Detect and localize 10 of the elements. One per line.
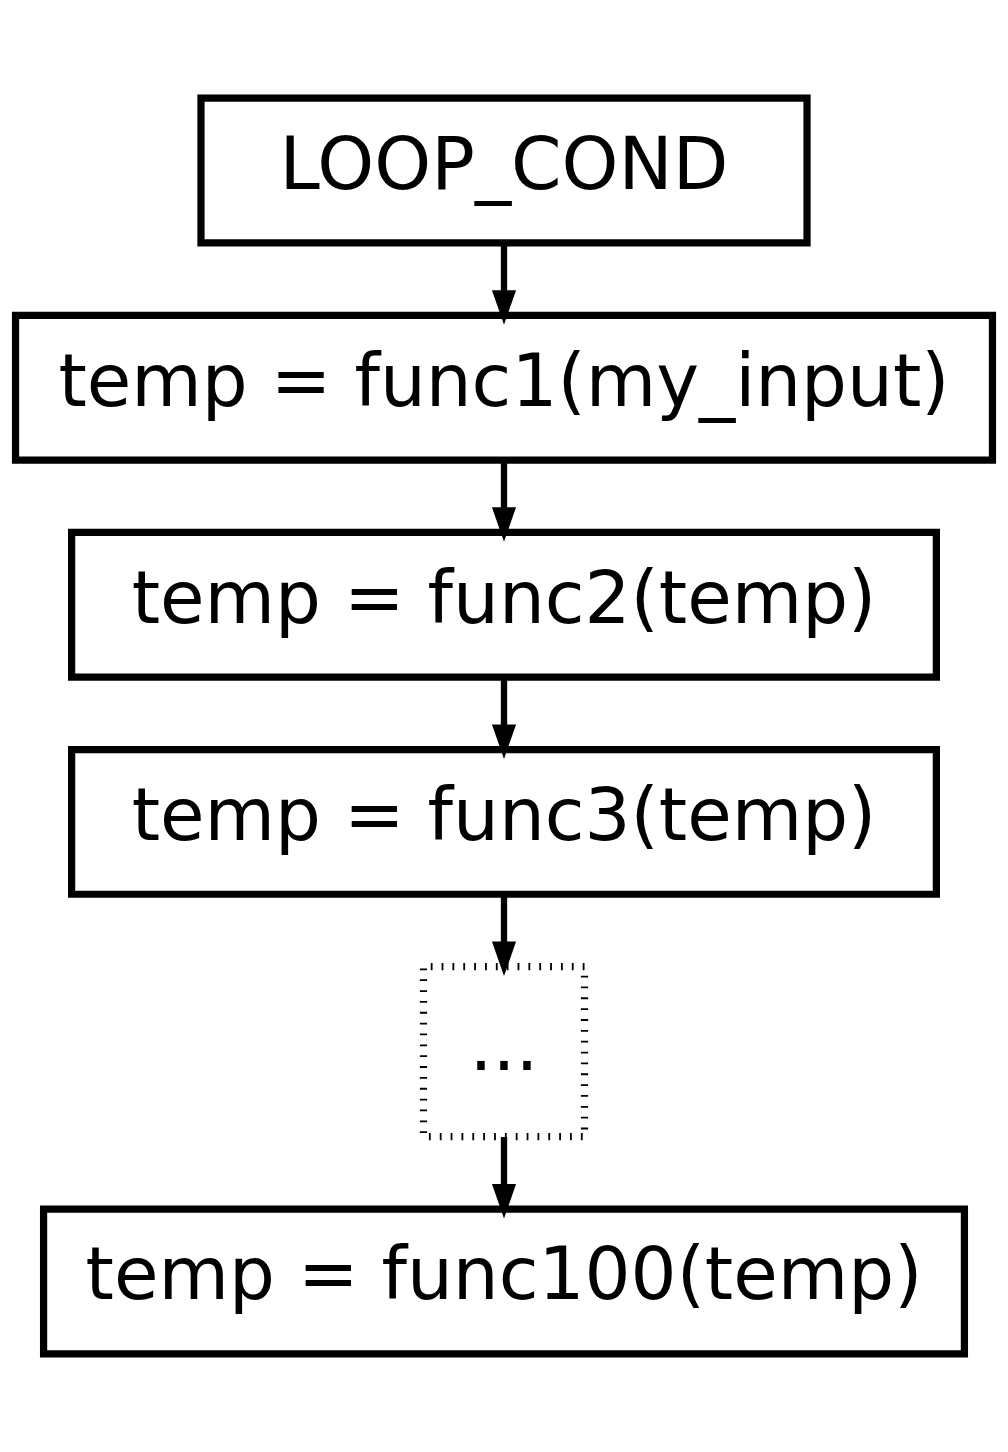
node-box: ... bbox=[419, 963, 589, 1141]
node-box: temp = func1(my_input) bbox=[11, 311, 997, 464]
arrow bbox=[491, 243, 517, 325]
node-box: temp = func3(temp) bbox=[68, 745, 940, 898]
node-box: temp = func100(temp) bbox=[39, 1205, 969, 1358]
arrow bbox=[491, 894, 517, 977]
node-box: LOOP_COND bbox=[197, 94, 811, 247]
node-box: temp = func2(temp) bbox=[68, 528, 940, 681]
arrow bbox=[491, 460, 517, 542]
arrow bbox=[491, 677, 517, 759]
